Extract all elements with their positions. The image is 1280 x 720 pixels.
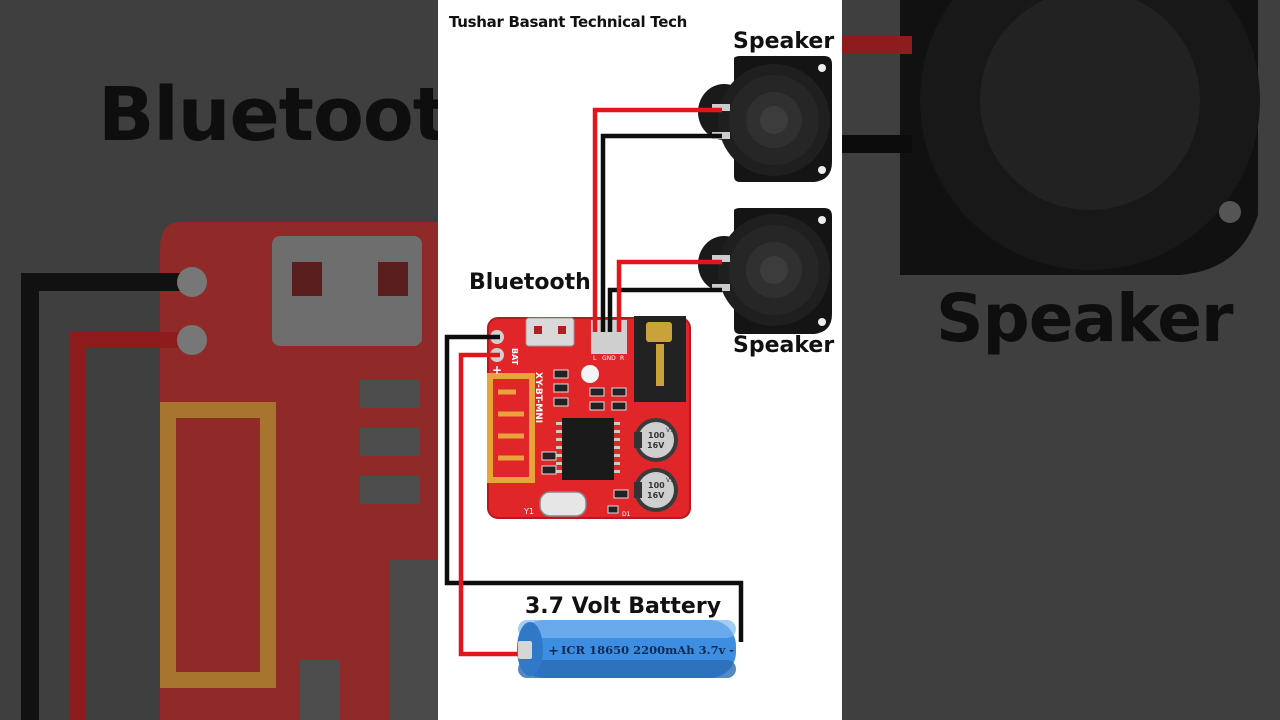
- cap-2-code: V1: [666, 477, 674, 484]
- speaker-bottom: [698, 208, 832, 334]
- crystal-mark: Y1: [523, 507, 534, 516]
- battery-positive-cap: [518, 641, 532, 659]
- diagram-panel: BAT + XY-BT-MNI L GND R 100 16V 100 16V …: [438, 0, 842, 720]
- battery-18650: + ICR 18650 2200mAh 3.7v -: [517, 620, 736, 678]
- terminal-l: L: [593, 355, 597, 362]
- backdrop-right-zoom: [842, 0, 1280, 720]
- micro-usb-port: [525, 317, 575, 347]
- cap-2-voltage: 16V: [647, 491, 665, 500]
- cap-2-value: 100: [648, 481, 665, 490]
- capacitor-2: [634, 468, 678, 512]
- main-chip: [562, 418, 614, 480]
- cap-1-value: 100: [648, 431, 665, 440]
- wiring-diagram: BAT + XY-BT-MNI L GND R 100 16V 100 16V …: [444, 56, 832, 678]
- speaker-top-label: Speaker: [733, 29, 835, 54]
- terminal-gnd: GND: [602, 355, 616, 362]
- backdrop-speaker-text: Speaker: [936, 280, 1234, 357]
- backdrop-antenna: [160, 402, 276, 688]
- crystal-oscillator: [539, 491, 587, 517]
- backdrop-bluetooth-text: Bluetooth: [98, 72, 500, 158]
- wire-speaker1-red: [592, 107, 722, 332]
- backdrop-wire-red: [70, 332, 196, 720]
- speaker-bottom-label: Speaker: [733, 333, 835, 358]
- bluetooth-label: Bluetooth: [469, 270, 591, 295]
- led-d1: [607, 505, 619, 514]
- cap-1-code: V1: [666, 427, 674, 434]
- plus-mark: +: [492, 363, 502, 377]
- model-mark: XY-BT-MNI: [533, 372, 543, 423]
- led-mark: D1: [622, 511, 631, 518]
- terminal-r: R: [620, 355, 624, 362]
- speaker-top: [698, 56, 832, 182]
- backdrop-pcb: [160, 222, 438, 720]
- battery-text: ICR 18650 2200mAh 3.7v -: [561, 643, 734, 657]
- wire-speaker2-red: [616, 259, 722, 332]
- capacitor-1: [634, 418, 678, 462]
- antenna-trace: [487, 373, 535, 483]
- wire-battery-black: [444, 334, 744, 642]
- bluetooth-module: BAT + XY-BT-MNI L GND R 100 16V 100 16V …: [487, 316, 691, 519]
- channel-title: Tushar Basant Technical Tech: [449, 13, 688, 31]
- wire-battery-red: [458, 352, 522, 657]
- bat-mark: BAT: [510, 348, 519, 366]
- cap-1-voltage: 16V: [647, 441, 665, 450]
- backdrop-left-zoom: [0, 0, 438, 720]
- mount-hole: [581, 365, 599, 383]
- battery-label: 3.7 Volt Battery: [525, 594, 722, 619]
- battery-plus: +: [548, 644, 559, 659]
- backdrop-wire-black: [21, 273, 200, 720]
- wire-speaker2-black: [607, 287, 722, 332]
- wire-speaker1-black: [600, 133, 722, 332]
